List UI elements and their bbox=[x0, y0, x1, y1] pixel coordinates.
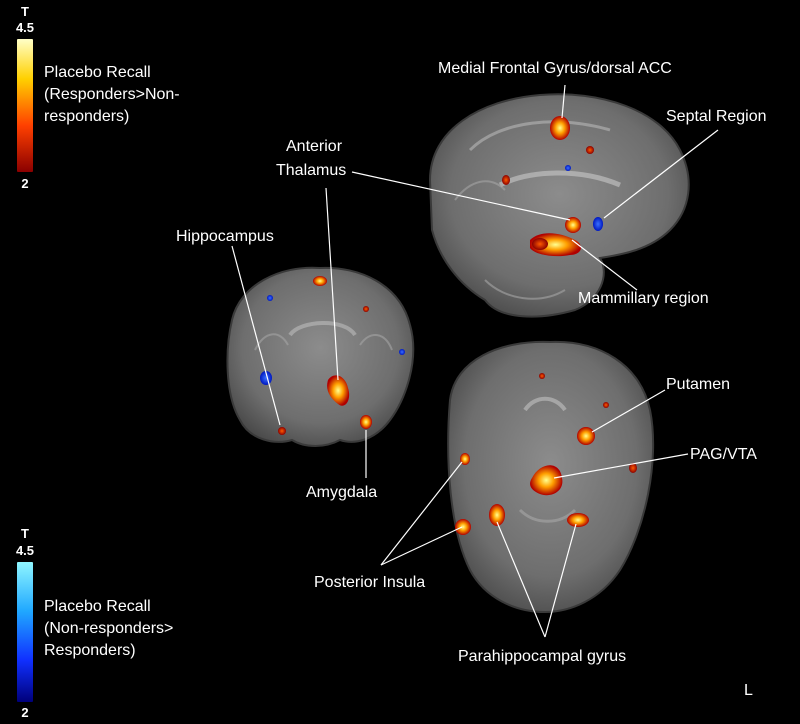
warm-colorbar-stat: T bbox=[21, 4, 29, 19]
parahippocampal-blob-right bbox=[489, 504, 505, 526]
label-septal-region: Septal Region bbox=[666, 108, 767, 125]
label-parahippocampal-gyrus: Parahippocampal gyrus bbox=[458, 648, 627, 665]
warm-colorbar-max: 4.5 bbox=[15, 20, 35, 35]
leader-insula-1 bbox=[380, 461, 463, 566]
label-anterior-thalamus-2: Thalamus bbox=[276, 162, 347, 179]
sagittal-slice bbox=[428, 93, 690, 318]
label-amygdala: Amygdala bbox=[306, 484, 378, 501]
label-pag-vta: PAG/VTA bbox=[690, 446, 757, 463]
pag-vta-blob bbox=[530, 465, 563, 496]
leader-anterior-thalamus-sagittal bbox=[351, 171, 571, 221]
warm-colorbar-caption: Placebo Recall (Responders>Non- responde… bbox=[44, 64, 180, 125]
warm-colorbar bbox=[17, 39, 33, 172]
cool-colorbar-stat: T bbox=[21, 526, 29, 541]
septal-blob bbox=[593, 217, 603, 231]
cool-colorbar bbox=[17, 562, 33, 702]
axial-slice bbox=[447, 340, 655, 614]
leader-putamen bbox=[591, 389, 666, 433]
leader-medial-frontal bbox=[561, 84, 566, 119]
leader-parahippocampal-2 bbox=[544, 523, 577, 638]
putamen-blob bbox=[577, 427, 595, 445]
leader-parahippocampal-1 bbox=[496, 521, 546, 638]
leader-hippocampus bbox=[231, 245, 281, 426]
cool-colorbar-min: 2 bbox=[21, 705, 29, 720]
leader-anterior-thalamus-coronal bbox=[325, 187, 339, 381]
coronal-slice bbox=[226, 266, 415, 447]
parahippocampal-blob-left bbox=[567, 513, 589, 527]
medial-frontal-blob bbox=[550, 116, 570, 140]
hippocampus-blue-blob bbox=[260, 371, 272, 385]
warm-colorbar-min: 2 bbox=[21, 176, 29, 191]
cool-colorbar-caption: Placebo Recall (Non-responders> Responde… bbox=[44, 598, 174, 659]
amygdala-blob bbox=[360, 415, 372, 429]
thalamus-blob bbox=[327, 375, 350, 406]
leader-pag-vta bbox=[553, 453, 689, 479]
label-mammillary-region: Mammillary region bbox=[578, 290, 709, 307]
leader-insula-2 bbox=[380, 526, 463, 566]
hippocampus-blob bbox=[278, 427, 286, 435]
cool-colorbar-max: 4.5 bbox=[15, 543, 35, 558]
insula-blob-right bbox=[455, 519, 471, 535]
leader-septal bbox=[603, 129, 719, 219]
orientation-label: L bbox=[744, 682, 753, 699]
label-medial-frontal: Medial Frontal Gyrus/dorsal ACC bbox=[438, 60, 672, 77]
label-putamen: Putamen bbox=[666, 376, 731, 393]
label-anterior-thalamus-1: Anterior bbox=[286, 138, 343, 155]
label-posterior-insula: Posterior Insula bbox=[314, 574, 426, 591]
anterior-thalamus-blob bbox=[565, 217, 581, 233]
leader-mammillary bbox=[571, 239, 638, 291]
leader-lines bbox=[231, 84, 719, 638]
label-hippocampus: Hippocampus bbox=[176, 228, 274, 245]
